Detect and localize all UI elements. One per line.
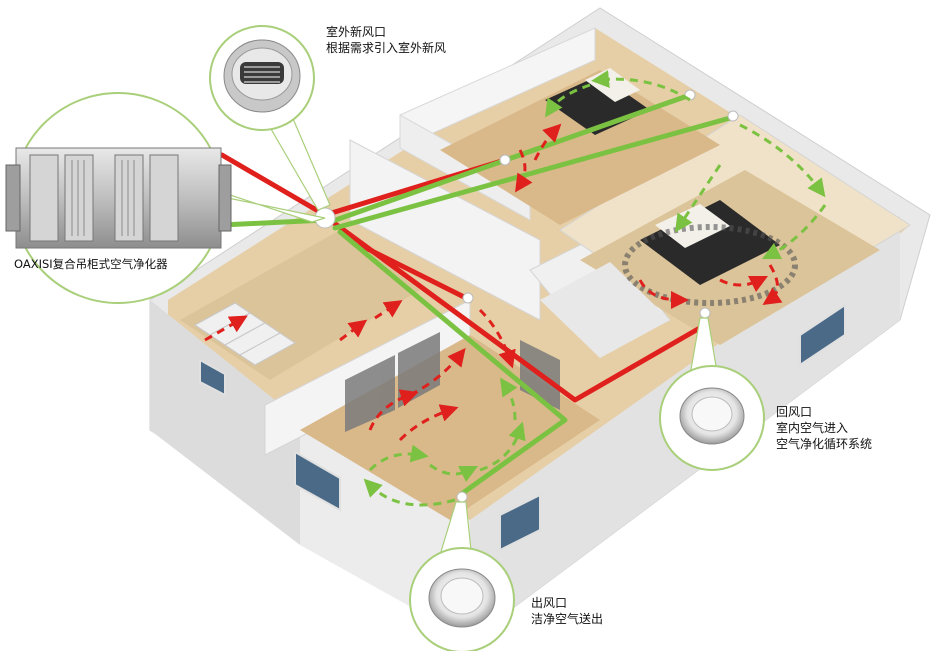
fresh-air-inlet-label: 室外新风口 根据需求引入室外新风 xyxy=(326,24,446,56)
supply-air-vent-callout xyxy=(409,547,515,651)
callout-leaders xyxy=(214,99,719,561)
front-wall-left xyxy=(150,300,300,545)
purifier-unit-label: OAXISI复合吊柜式空气净化器 xyxy=(14,256,168,272)
return-air-vent-desc-2: 空气净化循环系统 xyxy=(776,437,873,451)
fresh-air-inlet-title: 室外新风口 xyxy=(326,25,387,39)
floor-bath xyxy=(540,262,670,358)
fresh-air-inlet-callout xyxy=(209,25,315,131)
return-air-vent-callout xyxy=(659,365,765,471)
return-air-vent-desc-1: 室内空气进入 xyxy=(776,421,849,435)
airflow-clean-arrows xyxy=(363,70,827,507)
supply-air-vent-title: 出风口 xyxy=(531,596,568,610)
purifier-unit-callout xyxy=(5,92,232,304)
supply-air-vent-desc: 洁净空气送出 xyxy=(531,612,604,626)
fresh-air-hood-image xyxy=(223,39,301,113)
bed-bedroom2 xyxy=(622,200,798,306)
fresh-air-inlet-desc: 根据需求引入室外新风 xyxy=(326,41,447,55)
supply-air-vent-label: 出风口 洁净空气送出 xyxy=(531,595,603,627)
airflow-dirty-arrows xyxy=(204,123,783,442)
wall-middle xyxy=(349,139,541,321)
windows xyxy=(199,303,846,552)
return-air-vent-title: 回风口 xyxy=(776,405,813,419)
purifier-unit-image xyxy=(5,147,232,249)
return-air-vent-label: 回风口 室内空气进入 空气净化循环系统 xyxy=(776,404,872,452)
purifier-unit-name: OAXISI复合吊柜式空气净化器 xyxy=(14,257,168,271)
